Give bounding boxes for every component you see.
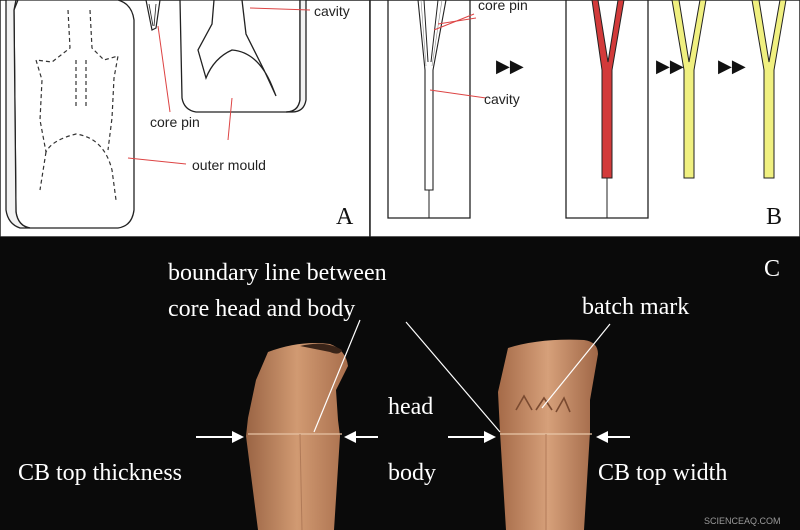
mould-empty — [387, 0, 471, 219]
dashed-core-outline — [39, 60, 87, 191]
process-arrows-1: ▶▶ — [496, 56, 524, 77]
leader-boundary-left — [313, 319, 361, 433]
leader-batch-mark — [541, 323, 611, 409]
label-core-pin-a: core pin — [150, 114, 200, 130]
watermark: SCIENCEAQ.COM — [704, 516, 781, 526]
leader-boundary-right — [405, 321, 501, 433]
outer-mould-right — [179, 0, 307, 113]
process-arrows-3: ▶▶ — [718, 56, 746, 77]
label-cavity-a: cavity — [314, 3, 350, 19]
cast-metal-yellow-1 — [671, 0, 707, 179]
panel-letter-a: A — [336, 204, 354, 230]
label-top-width: CB top width — [598, 460, 727, 486]
panel-letter-b: B — [766, 204, 782, 230]
leader-outer-mould-a2 — [127, 157, 187, 165]
width-arrows — [448, 431, 630, 443]
label-body: body — [388, 460, 436, 486]
panel-c-background — [0, 237, 800, 530]
mould-red — [565, 0, 649, 219]
panel-b: core pin cavity ▶▶ ▶▶ ▶▶ B — [369, 0, 800, 238]
cavity-shape — [197, 0, 277, 97]
label-boundary-line-2: core head and body — [168, 296, 355, 322]
cast-metal-yellow-2 — [751, 0, 787, 179]
label-outer-mould: outer mould — [192, 157, 266, 173]
leader-cavity-b — [429, 89, 487, 99]
label-boundary-line-1: boundary line between — [168, 260, 387, 286]
panel-c: boundary line between core head and body… — [0, 237, 800, 530]
batch-mark-glyphs — [515, 394, 571, 413]
label-batch-mark: batch mark — [582, 294, 689, 320]
leader-outer-mould-a1 — [227, 97, 233, 141]
core-object-side — [246, 343, 348, 530]
thickness-arrows — [196, 431, 378, 443]
leader-cavity-a — [249, 7, 311, 11]
dashed-cavity-outline — [35, 9, 119, 201]
panel-a: cavity core pin outer mould A — [0, 0, 371, 238]
molten-metal-red — [591, 0, 625, 179]
leader-core-pin-b2 — [437, 17, 477, 25]
leader-core-pin-b1 — [433, 13, 475, 31]
label-head: head — [388, 394, 433, 420]
mould-yellow-1 — [671, 0, 707, 179]
leader-core-pin-a — [157, 25, 171, 113]
panel-letter-c: C — [764, 256, 780, 282]
label-core-pin-b: core pin — [478, 0, 528, 13]
process-arrows-2: ▶▶ — [656, 56, 684, 77]
outer-mould-left — [5, 0, 135, 229]
label-cavity-b: cavity — [484, 91, 520, 107]
mould-yellow-2 — [751, 0, 787, 179]
label-top-thickness: CB top thickness — [18, 460, 182, 486]
panel-b-frame — [369, 0, 800, 238]
core-object-front — [498, 339, 598, 530]
